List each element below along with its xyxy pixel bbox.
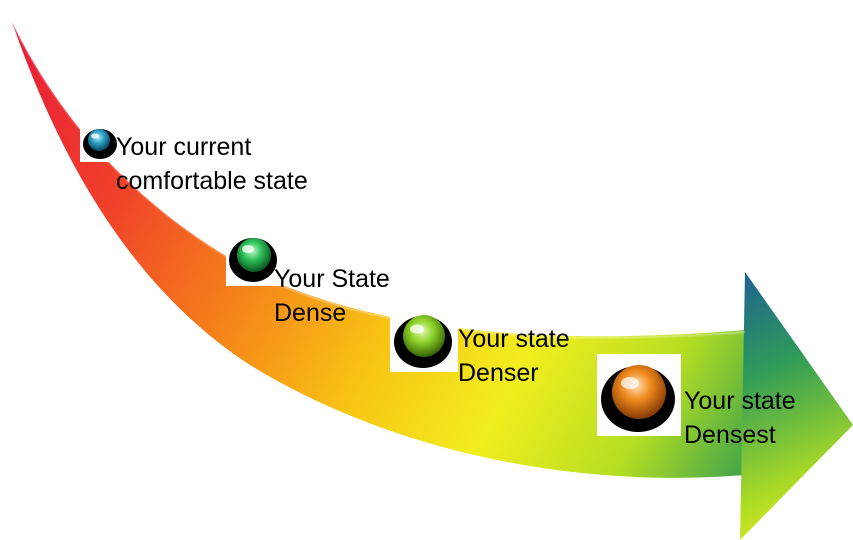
stage-1-label: Your current comfortable state [116, 130, 308, 198]
stage-3-marker [390, 306, 458, 372]
stage-3-label: Your state Denser [458, 322, 570, 390]
circle-icon [80, 122, 120, 162]
stage-1-line-1: Your current [116, 130, 308, 164]
stage-4-line-1: Your state [684, 384, 796, 418]
stage-2-line-2: Dense [274, 296, 390, 330]
stage-4-marker [597, 354, 681, 436]
stage-1-marker [80, 122, 120, 162]
stage-3-line-2: Denser [458, 356, 570, 390]
stage-4-line-2: Densest [684, 418, 796, 452]
stage-2-line-1: Your State [274, 262, 390, 296]
stage-3-line-1: Your state [458, 322, 570, 356]
circle-icon [597, 354, 681, 436]
circle-icon [390, 306, 458, 372]
stage-4-label: Your state Densest [684, 384, 796, 452]
stage-1-line-2: comfortable state [116, 164, 308, 198]
stage-2-label: Your State Dense [274, 262, 390, 330]
